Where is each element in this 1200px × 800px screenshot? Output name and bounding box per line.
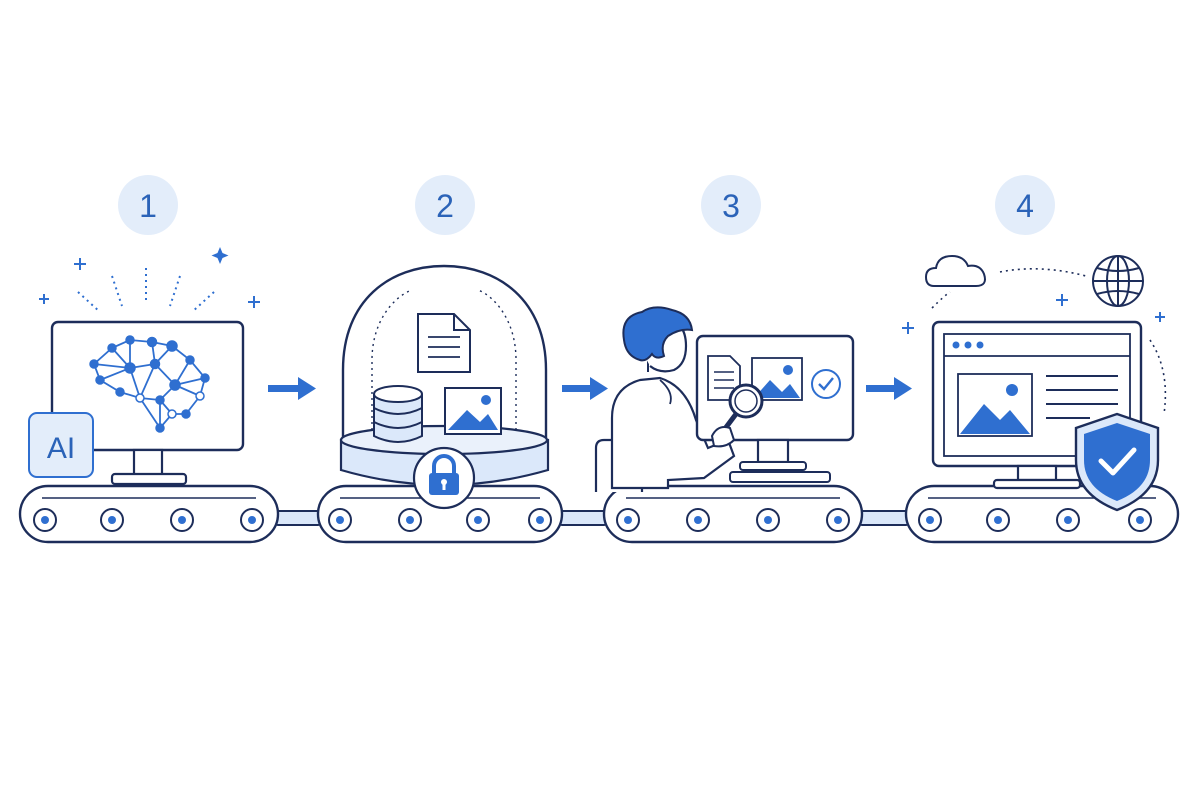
shield-check-icon xyxy=(1074,412,1160,512)
brain-nodes xyxy=(89,335,210,433)
document-icon xyxy=(417,313,471,373)
ai-badge: AI xyxy=(28,412,94,478)
sparkle-rays xyxy=(77,268,215,313)
image-icon xyxy=(444,387,502,435)
ai-badge-label: AI xyxy=(47,432,75,465)
ai-brain-monitor-icon: AI xyxy=(28,247,260,486)
step-badge-1: 1 xyxy=(118,175,178,235)
secure-publish-icon xyxy=(902,254,1167,512)
step-number-1: 1 xyxy=(139,188,157,224)
step-badge-3: 3 xyxy=(701,175,761,235)
human-review-icon xyxy=(594,306,855,492)
sparkle-icon xyxy=(39,247,260,308)
step-badge-2: 2 xyxy=(415,175,475,235)
arrow-icon xyxy=(866,377,912,400)
step-badge-4: 4 xyxy=(995,175,1055,235)
conveyor-rollers-3 xyxy=(616,508,850,532)
conveyor-rollers-2 xyxy=(328,508,552,532)
arrow-icon xyxy=(268,377,316,400)
arrow-icon xyxy=(562,377,608,400)
check-circle-icon xyxy=(811,369,841,399)
lock-icon xyxy=(412,446,476,510)
conveyor-rollers-1 xyxy=(33,508,264,532)
image-icon xyxy=(957,373,1033,437)
conveyor-connectors xyxy=(275,510,909,526)
globe-icon xyxy=(1092,255,1144,307)
step-number-2: 2 xyxy=(436,188,454,224)
conveyor-belt-3 xyxy=(602,484,864,544)
text-lines xyxy=(1046,375,1118,419)
database-icon xyxy=(373,385,423,443)
secure-dome-storage-icon xyxy=(339,264,550,510)
magnifier-icon xyxy=(721,383,764,433)
cloud-icon xyxy=(924,254,986,287)
document-icon xyxy=(707,355,741,401)
step-number-4: 4 xyxy=(1016,188,1034,224)
step-number-3: 3 xyxy=(722,188,740,224)
sparkle-icon xyxy=(902,294,1165,334)
conveyor-belt-1 xyxy=(18,484,280,544)
conveyor-rollers-4 xyxy=(918,508,1152,532)
